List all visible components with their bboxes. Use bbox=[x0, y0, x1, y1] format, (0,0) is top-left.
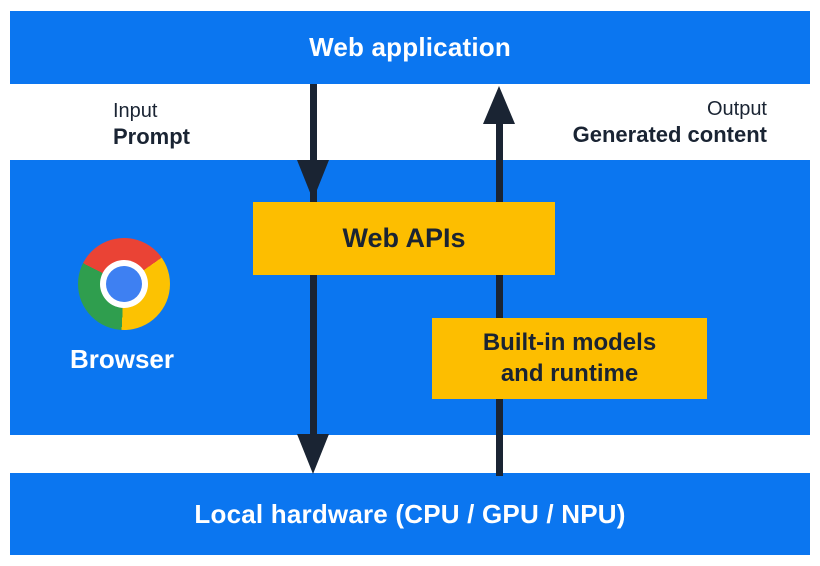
input-flow-arrowhead-into-web-apis bbox=[297, 160, 329, 200]
chrome-logo-icon bbox=[78, 238, 170, 330]
output-label-group: Output Generated content bbox=[573, 98, 767, 148]
chrome-logo-core bbox=[106, 266, 142, 302]
web-application-bar: Web application bbox=[10, 11, 810, 84]
output-title: Output bbox=[706, 98, 767, 120]
builtin-models-line2: and runtime bbox=[500, 359, 639, 387]
input-title: Input bbox=[113, 100, 158, 122]
local-hardware-bar: Local hardware (CPU / GPU / NPU) bbox=[10, 473, 810, 555]
output-flow-arrow-line bbox=[496, 122, 503, 476]
input-label-group: Input Prompt bbox=[113, 100, 190, 150]
browser-label: Browser bbox=[69, 344, 175, 374]
output-value-generated-content: Generated content bbox=[572, 121, 767, 147]
input-flow-arrowhead-into-hardware bbox=[297, 434, 329, 474]
local-hardware-label: Local hardware (CPU / GPU / NPU) bbox=[194, 498, 626, 529]
output-flow-arrowhead-into-web-application bbox=[483, 86, 515, 124]
builtin-models-box: Built-in models and runtime bbox=[432, 318, 707, 399]
input-value-prompt: Prompt bbox=[113, 123, 190, 149]
web-apis-box: Web APIs bbox=[253, 202, 555, 275]
web-application-label: Web application bbox=[309, 32, 511, 62]
web-apis-label: Web APIs bbox=[342, 223, 466, 253]
builtin-models-line1: Built-in models bbox=[482, 329, 657, 357]
